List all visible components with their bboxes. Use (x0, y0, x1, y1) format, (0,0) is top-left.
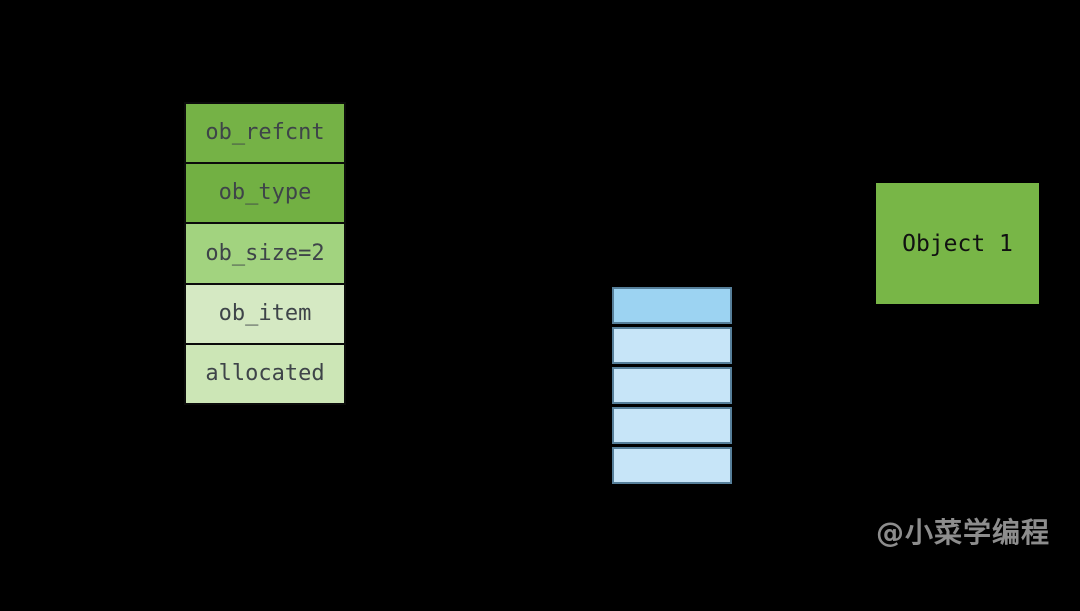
array-cell (612, 367, 732, 404)
item-pointer-array (612, 287, 732, 484)
field-label: ob_type (218, 180, 312, 206)
list-object-table: ob_refcnt ob_type ob_size=2 ob_item allo… (184, 102, 346, 405)
object-1-label: Object 1 (902, 230, 1013, 257)
array-cell (612, 447, 732, 484)
field-label: ob_size=2 (205, 240, 325, 266)
object-1-box: Object 1 (876, 183, 1039, 304)
array-cell (612, 327, 732, 364)
watermark-text: @小菜学编程 (876, 516, 1051, 549)
field-row-ob-refcnt: ob_refcnt (186, 104, 344, 163)
field-label: ob_refcnt (205, 120, 325, 146)
field-row-ob-type: ob_type (186, 162, 344, 223)
array-cell (612, 287, 732, 324)
field-row-ob-size: ob_size=2 (186, 222, 344, 283)
field-label: ob_item (218, 300, 312, 326)
field-label: allocated (205, 360, 325, 386)
field-row-ob-item: ob_item (186, 282, 344, 343)
field-row-allocated: allocated (186, 342, 344, 404)
array-cell (612, 407, 732, 444)
